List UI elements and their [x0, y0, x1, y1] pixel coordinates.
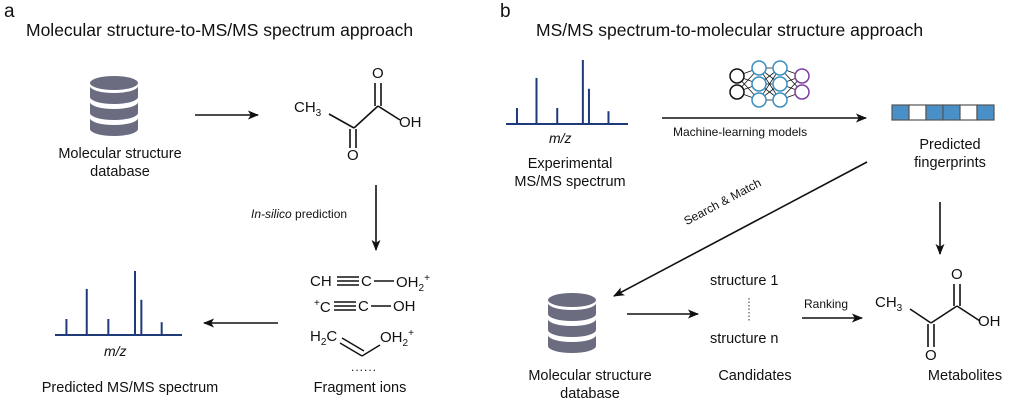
fragment-ion-2: +C: [314, 298, 331, 316]
fingerprint-bit-on: [976, 104, 995, 121]
ranking-label: Ranking: [804, 297, 849, 311]
mz-axis-label-a: m/z: [104, 343, 127, 359]
frag-text: C: [319, 299, 331, 316]
frag-text: OH: [396, 274, 419, 291]
panel-letter-a: a: [4, 1, 15, 22]
in-silico-label: In-silico prediction: [251, 207, 347, 221]
nn-node: [729, 84, 745, 100]
nn-node: [794, 84, 810, 100]
pyruvic-acid-structure-a: [328, 83, 401, 148]
pyruvic-acid-structure-b: [909, 284, 981, 347]
fingerprint-bit-on: [942, 104, 961, 121]
database-layer: [90, 86, 138, 104]
panel-b-title: MS/MS spectrum-to-molecular structure ap…: [536, 20, 924, 40]
hydroxyl-a: OH: [399, 114, 422, 131]
label-line: database: [90, 164, 150, 180]
database-top: [90, 76, 138, 90]
prediction-text: prediction: [291, 207, 348, 221]
ch3-group-a: CH3: [294, 100, 321, 119]
fragment-ion-2-oh: OH: [393, 298, 416, 315]
ch3-group-b: CH3: [875, 295, 902, 314]
ch-text: CH: [294, 99, 316, 116]
frag-sub: 2: [402, 338, 409, 349]
oxygen-bottom-b: O: [925, 347, 937, 364]
fingerprint-bar: [891, 104, 995, 121]
frag-sub: 2: [320, 337, 327, 348]
oxygen-bottom-a: O: [347, 147, 359, 164]
label-line: fingerprints: [914, 155, 986, 171]
predicted-spectrum-label: Predicted MS/MS spectrum: [41, 380, 219, 396]
frag-charge: +: [424, 273, 430, 284]
frag-charge: +: [408, 328, 414, 339]
database-icon: [548, 293, 596, 353]
hydroxyl-b: OH: [978, 313, 1001, 330]
frag-sub: 2: [418, 283, 425, 294]
candidate-structure-n: structure n: [710, 331, 779, 347]
frag-text: H: [310, 328, 321, 345]
ch3-subscript: 3: [315, 108, 322, 119]
fingerprint-bit-off: [959, 104, 978, 121]
nn-node: [772, 60, 788, 76]
metabolites-label: Metabolites: [927, 368, 1003, 384]
fragment-ion-1: CH: [310, 274, 332, 289]
fragment-ion-3: H2C: [310, 329, 337, 348]
frag-text: C: [326, 328, 338, 345]
predicted-fingerprints-label: Predicted fingerprints: [900, 136, 1000, 172]
candidate-structure-1: structure 1: [710, 273, 779, 289]
nn-node: [772, 76, 788, 92]
neural-network-icon: [729, 60, 810, 108]
fingerprint-bit-on: [925, 104, 944, 121]
mz-axis-label-b: m/z: [549, 130, 572, 146]
fragment-ellipsis: ......: [351, 360, 378, 374]
nn-node: [751, 92, 767, 108]
nn-node: [729, 68, 745, 84]
fragment-ion-1-oh2: OH2+: [396, 274, 430, 294]
database-icon: [90, 76, 138, 136]
nn-node: [751, 76, 767, 92]
fragment-ions-label: Fragment ions: [313, 380, 407, 396]
machine-learning-label: Machine-learning models: [673, 125, 808, 139]
ch-text: CH: [875, 294, 897, 311]
database-label-b: Molecular structure database: [500, 367, 680, 403]
predicted-spectrum-plot: [55, 271, 182, 336]
fingerprint-bit-off: [908, 104, 927, 121]
nn-node: [751, 60, 767, 76]
fragment-ion-3-oh2: OH2+: [380, 329, 414, 349]
database-top: [548, 293, 596, 307]
experimental-spectrum-label: Experimental MS/MS spectrum: [500, 155, 640, 191]
fingerprint-bit-on: [891, 104, 910, 121]
label-line: Experimental: [527, 156, 613, 172]
oxygen-top-a: O: [372, 65, 384, 82]
experimental-spectrum-plot: [506, 60, 628, 125]
database-layer: [548, 303, 596, 321]
database-label-a: Molecular structure database: [30, 145, 210, 181]
oxygen-top-b: O: [951, 266, 963, 283]
panel-a-title: Molecular structure-to-MS/MS spectrum ap…: [26, 20, 414, 40]
label-line: MS/MS spectrum: [514, 174, 626, 190]
database-layer: [548, 319, 596, 337]
database-layer: [90, 102, 138, 120]
frag-text: CH: [310, 273, 332, 290]
label-line: Predicted: [919, 137, 981, 153]
frag-text: OH: [380, 329, 403, 346]
nn-node: [794, 68, 810, 84]
database-layer: [548, 335, 596, 353]
arrow-search-and-match: [613, 161, 868, 297]
label-line: Molecular structure: [528, 368, 652, 384]
database-layer: [90, 118, 138, 136]
label-line: database: [560, 386, 620, 402]
panel-letter-b: b: [500, 1, 511, 22]
frag-charge: +: [314, 298, 320, 309]
nn-node: [772, 92, 788, 108]
fragment-bonds: [334, 276, 394, 357]
in-silico-italic: In-silico: [251, 207, 292, 221]
fragment-ion-1-c: C: [361, 273, 372, 290]
candidates-label: Candidates: [718, 368, 792, 384]
label-line: Molecular structure: [58, 146, 182, 162]
ch3-subscript: 3: [896, 303, 903, 314]
fragment-ion-2-c: C: [358, 298, 369, 315]
